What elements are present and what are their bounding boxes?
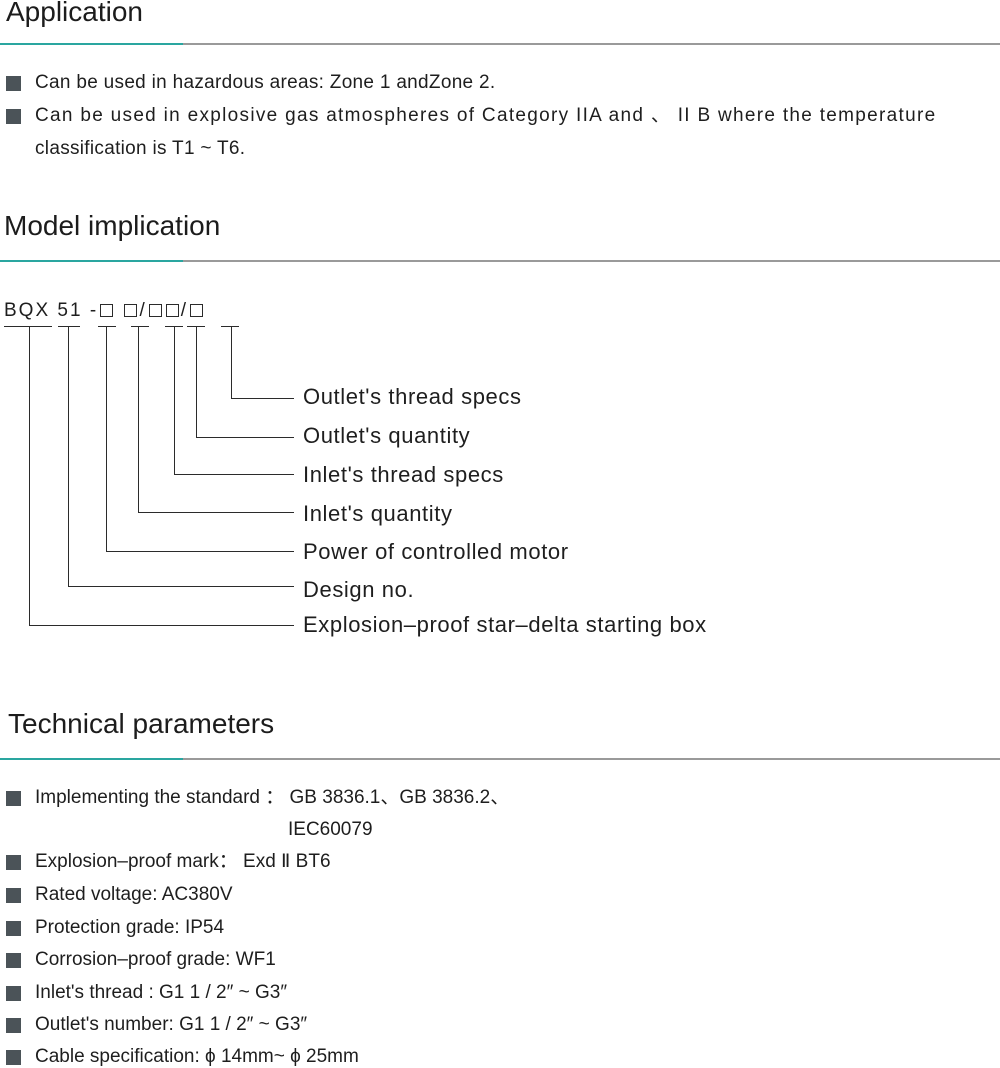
model-label-outlet-thread: Outlet's thread specs [303, 384, 522, 409]
model-label-design-no: Design no. [303, 577, 415, 602]
leader-line [29, 625, 294, 627]
code-underline [4, 326, 52, 328]
section-divider [0, 260, 1000, 262]
bullet-square-icon [6, 76, 21, 91]
bullet-square-icon [6, 953, 21, 968]
section-title-application: Application [6, 0, 143, 27]
model-separator: / [180, 300, 188, 321]
code-underline [58, 326, 80, 328]
bullet-square-icon [6, 109, 21, 124]
leader-line [138, 512, 294, 514]
leader-line [174, 474, 294, 476]
leader-line [231, 327, 233, 399]
model-code: BQX 51 - / / [4, 300, 205, 322]
placeholder-box-icon [190, 304, 203, 317]
placeholder-box-icon [124, 304, 138, 317]
leader-line [174, 327, 176, 475]
model-code-prefix: BQX 51 - [4, 300, 99, 321]
placeholder-box-icon [165, 304, 179, 317]
leader-line [138, 327, 140, 513]
leader-line [106, 327, 108, 552]
model-label-motor-power: Power of controlled motor [303, 539, 569, 564]
leader-line [231, 398, 294, 400]
bullet-square-icon [6, 986, 21, 1001]
bullet-square-icon [6, 921, 21, 936]
bullet-square-icon [6, 791, 21, 806]
leader-line [196, 327, 198, 438]
list-item-continuation: IEC60079 [288, 819, 373, 840]
bullet-square-icon [6, 1018, 21, 1033]
section-title-model: Model implication [4, 210, 221, 241]
leader-line [196, 437, 294, 439]
code-underline [131, 326, 149, 328]
section-divider [0, 43, 1000, 45]
code-underline [165, 326, 183, 328]
model-separator: / [139, 300, 147, 321]
model-label-inlet-thread: Inlet's thread specs [303, 462, 504, 487]
placeholder-box-icon [100, 304, 114, 317]
section-divider [0, 758, 1000, 760]
bullet-square-icon [6, 855, 21, 870]
model-label-outlet-quantity: Outlet's quantity [303, 423, 471, 448]
section-title-technical: Technical parameters [8, 708, 275, 739]
bullet-square-icon [6, 1050, 21, 1065]
placeholder-box-icon [148, 304, 162, 317]
leader-line [106, 551, 294, 553]
model-label-product-type: Explosion–proof star–delta starting box [303, 612, 707, 637]
leader-line [68, 586, 294, 588]
bullet-square-icon [6, 888, 21, 903]
code-underline [221, 326, 239, 328]
leader-line [68, 327, 70, 587]
code-underline [187, 326, 205, 328]
model-label-inlet-quantity: Inlet's quantity [303, 501, 453, 526]
leader-line [29, 327, 31, 626]
code-underline [98, 326, 116, 328]
